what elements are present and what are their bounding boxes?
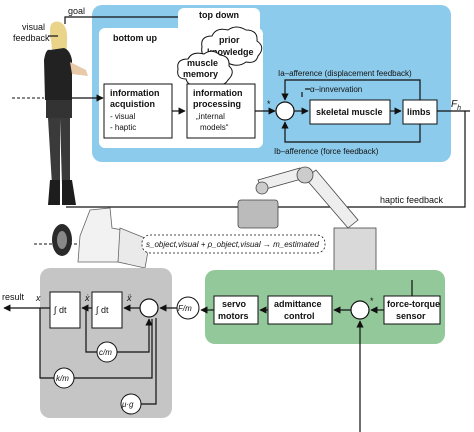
visual-feedback-label-2: feedback: [13, 33, 50, 43]
tire-icon: [52, 224, 72, 256]
servo-line-2: motors: [218, 311, 249, 321]
limbs-label: limbs: [407, 107, 431, 117]
integrator-2-box: [91, 291, 123, 329]
visual-feedback-label-1: visual: [22, 22, 45, 32]
information-processing-box: [186, 83, 256, 139]
ft-line-2: sensor: [396, 311, 426, 321]
servo-motors-box: [213, 295, 259, 325]
integrator-1-label: ∫ dt: [53, 305, 67, 315]
damping-gain-label: c/m: [99, 348, 112, 357]
fh-label: Fh: [451, 99, 461, 112]
top-down-label: top down: [199, 10, 239, 20]
admittance-line-2: control: [284, 311, 315, 321]
bottom-up-label: bottom up: [113, 33, 157, 43]
limbs-box: [402, 99, 438, 125]
result-label: result: [2, 292, 25, 302]
force-torque-sensor-box: [383, 295, 441, 325]
info-proc-line-2: processing: [193, 99, 241, 109]
xdot-label: ẋ: [84, 293, 90, 303]
servo-line-1: servo: [222, 299, 247, 309]
person-figure-icon: [44, 21, 88, 205]
alpha-innervation-label: α–innvervation: [310, 85, 362, 94]
info-acq-line-4: - haptic: [110, 123, 136, 132]
info-acq-line-3: - visual: [110, 112, 136, 121]
ia-afference-label: Ia–afference (displacement feedback): [278, 69, 412, 78]
information-acquisition-box: [103, 83, 173, 139]
friction-gain-label: μ·g: [121, 400, 134, 409]
info-proc-line-3: „internal: [196, 112, 225, 121]
ib-afference-label: Ib–afference (force feedback): [274, 147, 379, 156]
car-seat-icon: [77, 207, 151, 269]
stiffness-gain-label: k/m: [56, 374, 69, 383]
model-summing-junction: [139, 298, 159, 318]
mass-estimation-formula: s_object,visual + ρ_object,visual → m_es…: [146, 240, 319, 249]
prior-knowledge-text-2: knowledge: [207, 47, 254, 57]
skeletal-muscle-box: [309, 99, 391, 125]
integrator-1-box: [49, 291, 81, 329]
integrator-2-label: ∫ dt: [95, 305, 109, 315]
x-label: x: [35, 293, 41, 303]
info-proc-line-1: information: [193, 88, 243, 98]
muscle-memory-text-2: memory: [183, 69, 218, 79]
mass-estimation-box: [141, 234, 326, 254]
admittance-control-box: [267, 295, 333, 325]
human-junction-star: *: [267, 99, 271, 109]
force-gain-label: F/m: [178, 304, 192, 313]
info-acq-line-1: information: [110, 88, 160, 98]
goal-label: goal: [68, 6, 85, 16]
info-proc-line-4: models“: [200, 123, 229, 132]
muscle-memory-text-1: muscle: [187, 58, 218, 68]
robot-junction-star: *: [370, 296, 374, 306]
skeletal-muscle-label: skeletal muscle: [316, 107, 383, 117]
robot-summing-junction: [350, 300, 370, 320]
haptic-feedback-label: haptic feedback: [380, 195, 444, 205]
admittance-line-1: admittance: [274, 299, 322, 309]
info-acq-line-2: acquistion: [110, 99, 155, 109]
xddot-label: ẍ: [126, 293, 132, 303]
robot-arm-icon: [237, 166, 377, 275]
human-summing-junction: [275, 101, 295, 121]
prior-knowledge-text-1: prior: [219, 35, 240, 45]
ft-line-1: force-torque: [387, 299, 440, 309]
